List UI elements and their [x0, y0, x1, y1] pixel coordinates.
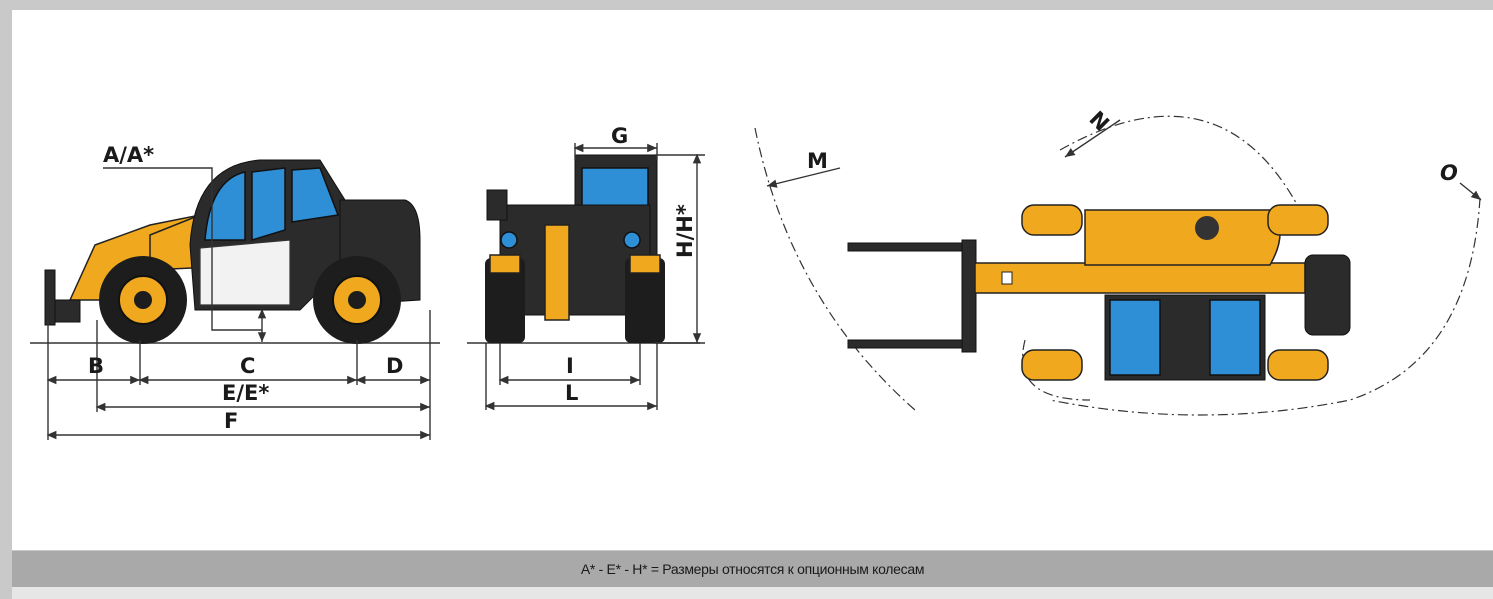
- label-e: E/E*: [222, 381, 269, 405]
- label-o: O: [1440, 161, 1458, 185]
- front-view: [467, 143, 705, 411]
- side-view: [30, 159, 440, 440]
- label-b: B: [88, 354, 104, 378]
- label-l: L: [565, 381, 578, 405]
- label-g: G: [611, 124, 628, 148]
- diagram-panel: A/A* B C D E/E* F: [12, 10, 1493, 550]
- label-h: H/H*: [673, 204, 697, 258]
- label-m: M: [807, 149, 828, 173]
- label-c: C: [240, 354, 255, 378]
- label-i: I: [566, 354, 574, 378]
- footer-note-bar: A* - E* - H* = Размеры относятся к опцио…: [12, 551, 1493, 587]
- label-a: A/A*: [103, 143, 154, 167]
- top-view: [754, 115, 1482, 416]
- label-f: F: [224, 409, 238, 433]
- label-n: N: [1084, 107, 1113, 136]
- dimension-diagram: A/A* B C D E/E* F: [30, 107, 1482, 440]
- label-d: D: [386, 354, 403, 378]
- bottom-strip: [12, 587, 1493, 599]
- footer-note: A* - E* - H* = Размеры относятся к опцио…: [580, 561, 925, 577]
